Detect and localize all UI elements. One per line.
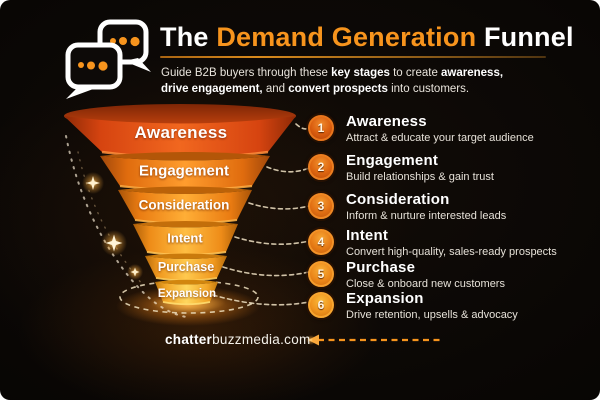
funnel-label-awareness: Awareness bbox=[134, 123, 228, 142]
dashed-arrow-left-icon bbox=[306, 334, 440, 346]
funnel-label-engagement: Engagement bbox=[138, 162, 230, 180]
stage-number-badge: 1 bbox=[308, 115, 334, 141]
funnel-label-expansion: Expansion bbox=[157, 288, 217, 300]
subtitle-run-bold: awareness, bbox=[441, 67, 504, 79]
stage-number-badge: 3 bbox=[308, 193, 334, 219]
stage-item-consideration: 3 Consideration Inform & nurture interes… bbox=[308, 191, 506, 223]
stage-heading: Expansion bbox=[346, 290, 424, 307]
stage-description: Inform & nurture interested leads bbox=[346, 210, 507, 222]
title-underline bbox=[160, 56, 546, 58]
title-suffix: Funnel bbox=[476, 22, 574, 52]
subtitle-run: into customers. bbox=[387, 82, 470, 95]
stage-number-badge: 6 bbox=[308, 292, 334, 318]
stage-heading: Engagement bbox=[346, 152, 439, 169]
title-prefix: The bbox=[160, 22, 217, 52]
sparkle-star-icons bbox=[82, 172, 143, 280]
stage-heading: Purchase bbox=[346, 259, 416, 276]
subtitle-run-bold: convert prospects bbox=[288, 82, 388, 95]
page-title: The Demand Generation Funnel bbox=[160, 22, 574, 53]
title-highlight: Demand Generation bbox=[216, 22, 477, 52]
subtitle: Guide B2B buyers through these key stage… bbox=[161, 66, 521, 97]
subtitle-run: to create bbox=[389, 67, 442, 79]
stage-number-badge: 5 bbox=[308, 261, 334, 287]
website-link[interactable]: chatterbuzzmedia.com bbox=[165, 332, 311, 347]
stage-number-badge: 2 bbox=[308, 154, 334, 180]
stage-item-engagement: 2 Engagement Build relationships & gain … bbox=[308, 152, 494, 184]
stage-heading: Awareness bbox=[346, 113, 427, 130]
stage-description: Build relationships & gain trust bbox=[346, 171, 494, 183]
chat-bubbles-logo bbox=[65, 19, 151, 99]
funnel-label-intent: Intent bbox=[167, 230, 203, 246]
stage-heading: Consideration bbox=[346, 191, 450, 208]
stage-connector-dashes bbox=[212, 123, 310, 306]
funnel-label-purchase: Purchase bbox=[157, 260, 215, 274]
subtitle-run: and bbox=[262, 82, 289, 95]
subtitle-run-bold: key stages bbox=[331, 67, 390, 79]
funnel-label-consideration: Consideration bbox=[138, 197, 230, 213]
stage-heading: Intent bbox=[346, 227, 389, 244]
subtitle-run: Guide B2B buyers through these bbox=[161, 67, 332, 79]
stage-item-purchase: 5 Purchase Close & onboard new customers bbox=[308, 259, 505, 291]
stage-item-expansion: 6 Expansion Drive retention, upsells & a… bbox=[308, 290, 518, 322]
stage-description: Attract & educate your target audience bbox=[346, 132, 534, 144]
stage-item-awareness: 1 Awareness Attract & educate your targe… bbox=[308, 113, 534, 145]
stage-number-badge: 4 bbox=[308, 229, 334, 255]
stage-description: Close & onboard new customers bbox=[346, 278, 505, 290]
stage-item-intent: 4 Intent Convert high-quality, sales-rea… bbox=[308, 227, 557, 259]
stage-description: Drive retention, upsells & advocacy bbox=[346, 309, 518, 321]
stage-description: Convert high-quality, sales-ready prospe… bbox=[346, 246, 557, 258]
website-link-rest: buzzmedia.com bbox=[212, 332, 311, 347]
subtitle-run-bold: drive engagement, bbox=[161, 82, 263, 95]
website-link-bold: chatter bbox=[165, 332, 213, 347]
